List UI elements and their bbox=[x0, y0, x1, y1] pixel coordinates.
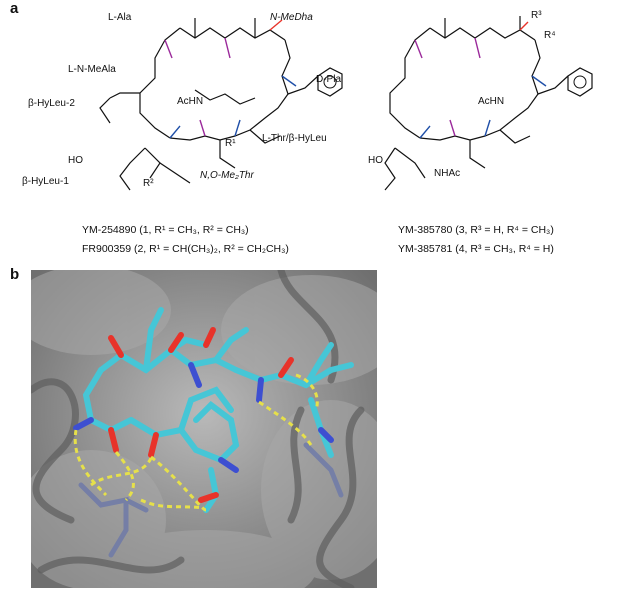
label-b-hyleu-2: β-HyLeu-2 bbox=[28, 98, 75, 109]
label-b-hyleu-1: β-HyLeu-1 bbox=[22, 176, 69, 187]
atom-r3: R³ bbox=[531, 10, 542, 21]
caption-ym254890: YM-254890 (1, R¹ = CH₃, R² = CH₃) bbox=[82, 224, 249, 236]
caption-ym385780: YM-385780 (3, R³ = H, R⁴ = CH₃) bbox=[398, 224, 554, 236]
label-n-medha: N-MeDha bbox=[270, 12, 313, 23]
protein-ligand-render bbox=[31, 270, 377, 588]
atom-r1: R¹ bbox=[225, 138, 236, 149]
atom-ho-left: HO bbox=[68, 155, 83, 166]
caption-ym385781: YM-385781 (4, R³ = CH₃, R⁴ = H) bbox=[398, 243, 554, 255]
caption-fr900359: FR900359 (2, R¹ = CH(CH₃)₂, R² = CH₂CH₃) bbox=[82, 243, 289, 255]
atom-achn-right: AcHN bbox=[478, 96, 505, 107]
label-d-pla: D-Pla bbox=[316, 74, 342, 85]
structure-right bbox=[384, 16, 593, 191]
atom-r2: R² bbox=[143, 178, 154, 189]
atom-achn-left: AcHN bbox=[177, 96, 204, 107]
label-l-thr-b-hyleu: L-Thr/β-HyLeu bbox=[262, 133, 327, 144]
label-l-ala: L-Ala bbox=[108, 12, 132, 23]
atom-r4: R⁴ bbox=[544, 30, 556, 41]
structure-left bbox=[99, 18, 343, 191]
atom-ho-right: HO bbox=[368, 155, 383, 166]
label-n-o-me2thr: N,O-Me₂Thr bbox=[200, 170, 254, 181]
panel-b-label: b bbox=[10, 266, 20, 283]
panel-a-label: a bbox=[10, 0, 19, 17]
atom-nhac: NHAc bbox=[434, 168, 461, 179]
label-l-n-meala: L-N-MeAla bbox=[68, 64, 116, 75]
